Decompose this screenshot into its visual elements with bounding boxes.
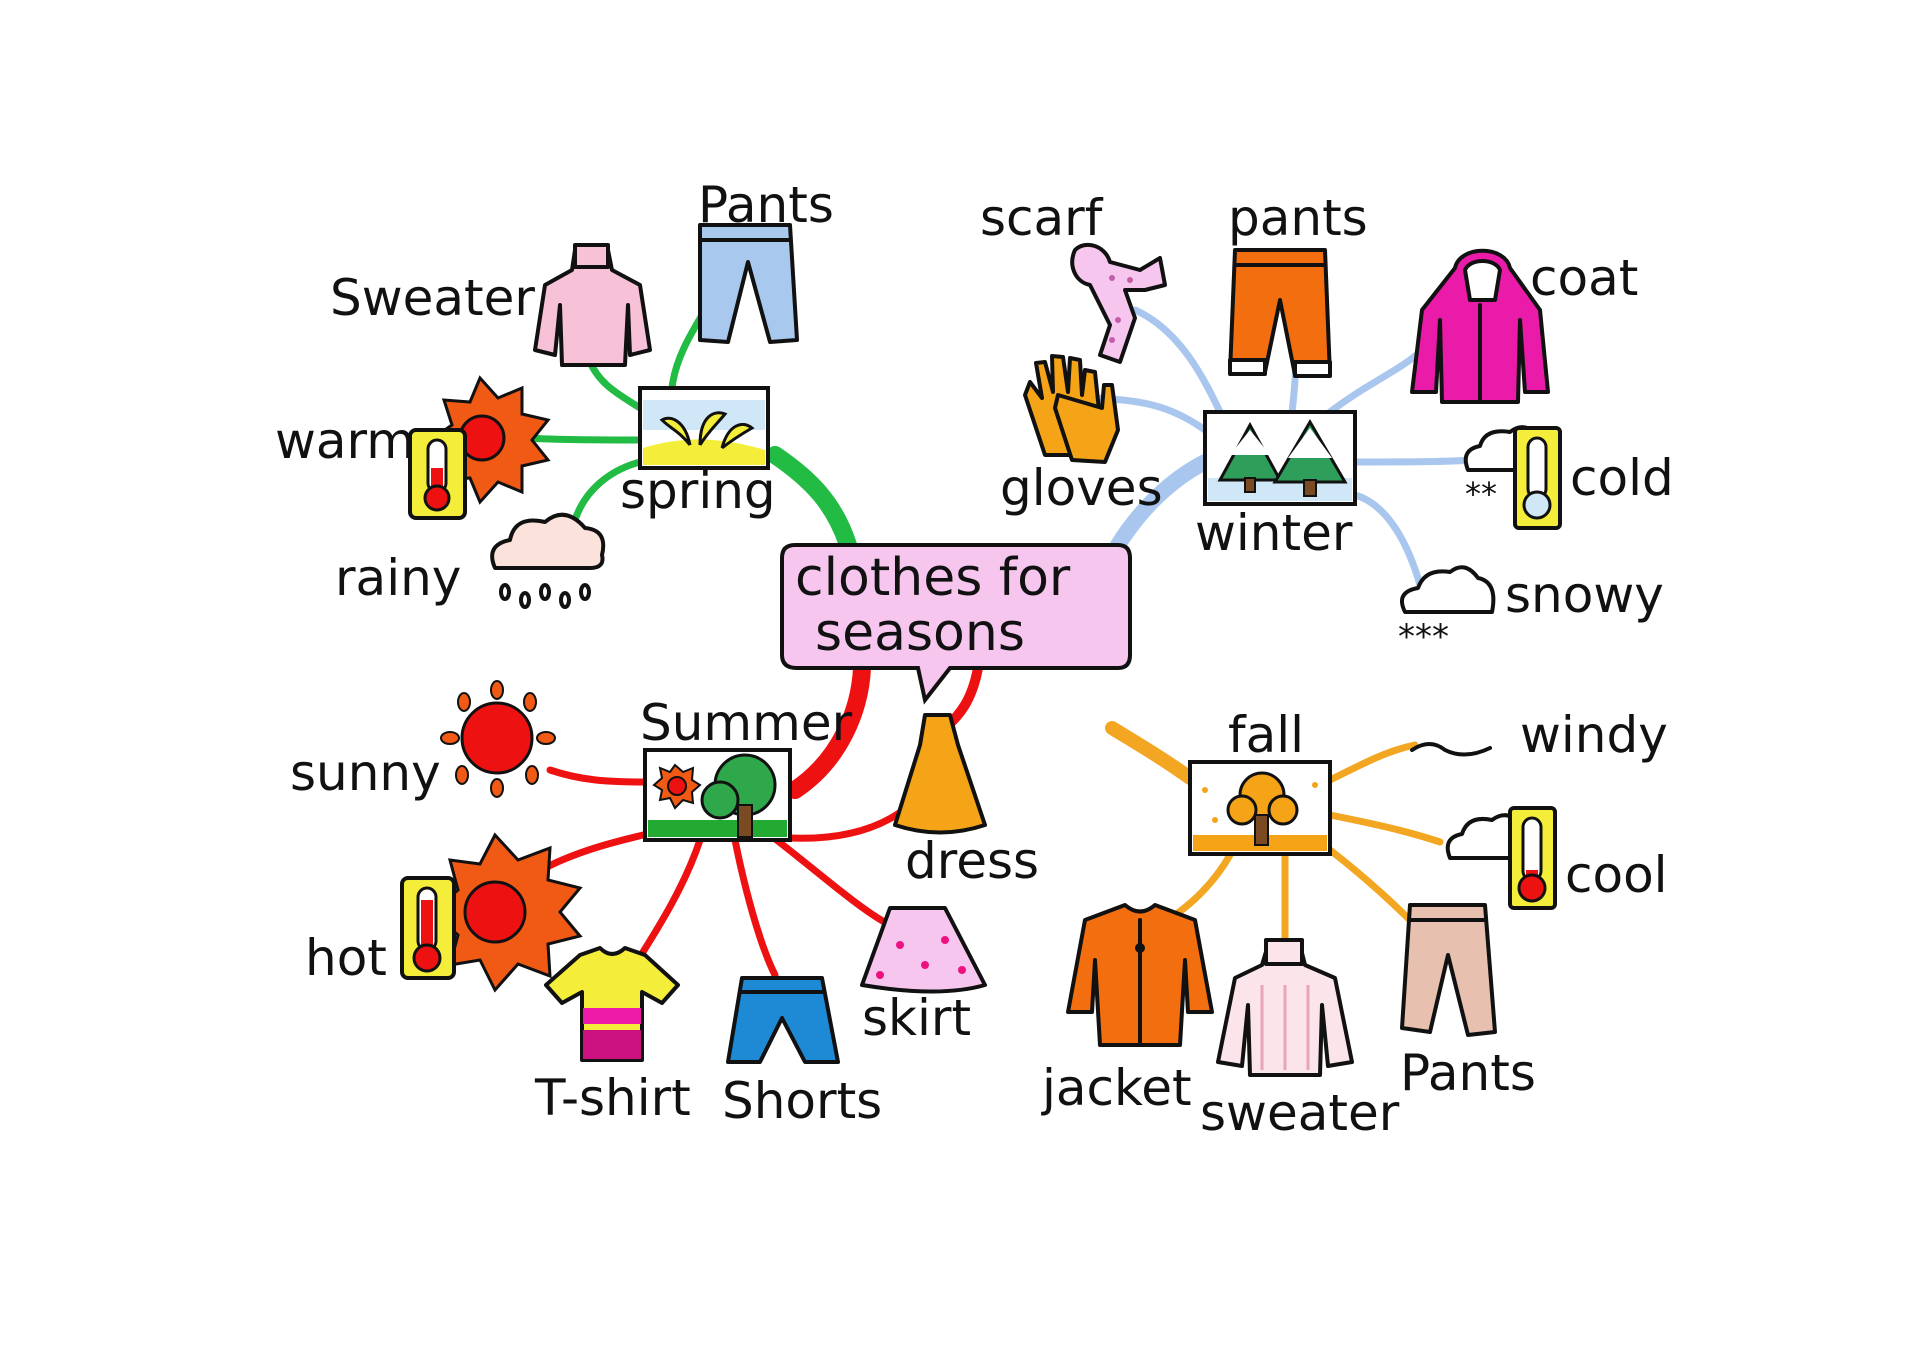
snow-cloud-thermometer-icon: ** xyxy=(1463,425,1562,530)
spring-sweater-icon xyxy=(533,243,652,367)
autumn-pants-icon xyxy=(1400,903,1497,1037)
winter-link-cold xyxy=(1351,456,1479,466)
autumn-link-pants xyxy=(1326,846,1424,934)
autumn-sweater-label: sweater xyxy=(1200,1084,1400,1142)
windy-label: windy xyxy=(1520,706,1668,764)
spring-label: spring xyxy=(620,462,776,520)
winter-pants-icon xyxy=(1228,248,1332,378)
cold-label: cold xyxy=(1570,449,1674,507)
sun-icon xyxy=(429,832,583,993)
autumn-sweater-icon xyxy=(1216,938,1354,1077)
winter-scene-card xyxy=(1203,410,1357,506)
gloves-icon xyxy=(1023,354,1120,464)
cool-label: cool xyxy=(1565,846,1668,904)
summer-link-skirt xyxy=(766,831,894,929)
thermometer-icon xyxy=(408,428,467,520)
autumn-label: fall xyxy=(1228,706,1304,764)
dress-icon xyxy=(893,713,987,835)
winter-link-coat xyxy=(1326,348,1424,416)
spring-main-branch xyxy=(766,446,857,554)
spring-pants-label: Pants xyxy=(698,176,834,234)
rainy-label: rainy xyxy=(335,549,461,607)
coat-label: coat xyxy=(1530,249,1638,307)
summer-link-tshirt xyxy=(634,836,704,964)
spring-link-warm xyxy=(521,434,644,444)
winter-label: winter xyxy=(1195,504,1353,562)
shorts-icon xyxy=(726,976,840,1064)
sun-icon xyxy=(440,680,556,798)
title-bubble: clothes for seasons xyxy=(780,543,1132,705)
coat-icon xyxy=(1410,248,1550,404)
skirt-icon xyxy=(860,906,987,994)
spring-link-sweater xyxy=(586,358,644,412)
cloud-thermometer-icon xyxy=(1445,806,1557,910)
tshirt-icon xyxy=(544,946,680,1062)
shorts-label: Shorts xyxy=(722,1072,882,1130)
gloves-label: gloves xyxy=(1000,459,1163,517)
autumn-pants-label: Pants xyxy=(1400,1044,1536,1102)
warm-label: warm xyxy=(275,412,415,470)
wind-icon xyxy=(1410,742,1492,757)
winter-pants-label: pants xyxy=(1228,189,1368,247)
autumn-scene-card xyxy=(1188,760,1332,856)
snowy-label: snowy xyxy=(1505,566,1664,624)
autumn-link-windy xyxy=(1326,741,1419,784)
winter-link-snowy xyxy=(1351,491,1424,589)
summer-link-shorts xyxy=(731,836,779,979)
tshirt-label: T-shirt xyxy=(534,1069,691,1127)
autumn-link-cool xyxy=(1326,811,1444,846)
spring-scene-card xyxy=(638,386,770,470)
autumn-main-branch xyxy=(1105,721,1197,785)
thermometer-icon xyxy=(400,876,456,980)
svg-text:***: *** xyxy=(1398,617,1449,657)
rain-cloud-icon xyxy=(490,512,606,609)
spring-sweater-label: Sweater xyxy=(330,269,535,327)
winter-main-branch xyxy=(1110,454,1213,553)
hot-label: hot xyxy=(305,929,387,987)
snow-cloud-icon: *** xyxy=(1398,565,1496,657)
jacket-label: jacket xyxy=(1041,1059,1192,1117)
jacket-icon xyxy=(1066,903,1214,1047)
summer-label: Summer xyxy=(640,694,853,752)
spring-link-rainy xyxy=(571,458,644,524)
scarf-label: scarf xyxy=(980,189,1104,247)
winter-link-scarf xyxy=(1131,306,1224,416)
summer-link-dress xyxy=(786,801,914,842)
skirt-label: skirt xyxy=(862,989,971,1047)
summer-scene-card xyxy=(643,748,792,842)
summer-link-sunny xyxy=(546,766,649,786)
sunny-label: sunny xyxy=(290,744,441,802)
dress-label: dress xyxy=(905,832,1039,890)
scarf-icon xyxy=(1070,242,1167,364)
spring-pants-icon xyxy=(698,223,799,344)
title-line-2: seasons xyxy=(815,603,1025,663)
summer-main-branch xyxy=(786,659,871,799)
svg-text:**: ** xyxy=(1465,475,1497,513)
title-line-1: clothes for xyxy=(795,548,1071,608)
